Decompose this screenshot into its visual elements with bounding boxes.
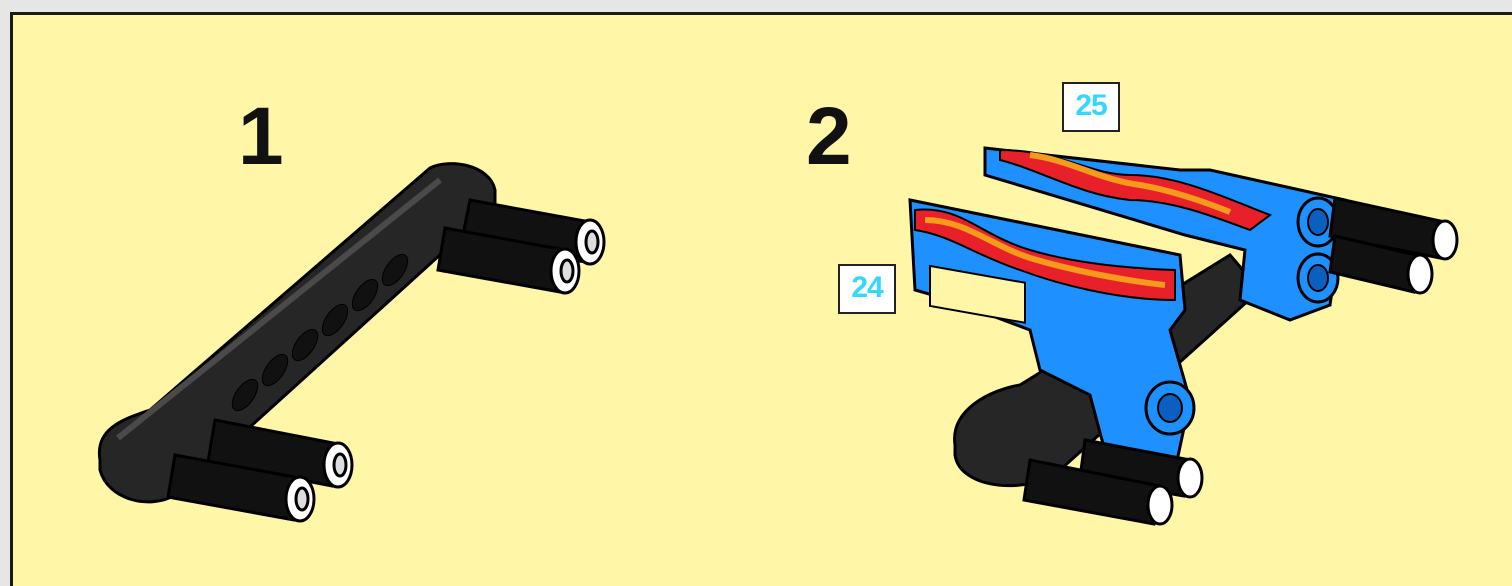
part-callout-24: 24	[838, 264, 896, 314]
step1-beam-assembly	[99, 164, 604, 521]
step-number-2: 2	[806, 96, 852, 178]
part-callout-25: 25	[1062, 82, 1120, 132]
step2-assembly	[910, 148, 1457, 524]
step-number-1: 1	[238, 96, 284, 178]
